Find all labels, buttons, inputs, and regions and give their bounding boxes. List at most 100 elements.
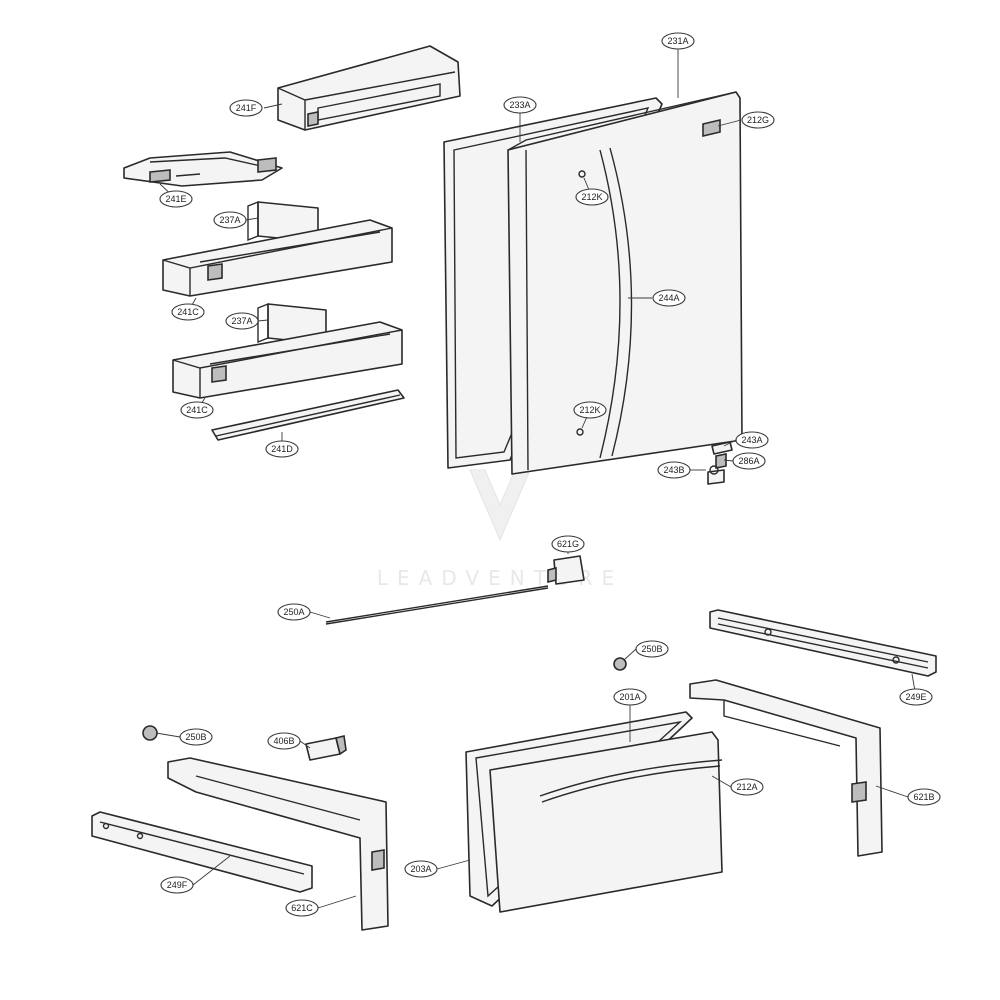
callout-231a: 231A bbox=[661, 32, 695, 50]
part-241E-holder bbox=[123, 151, 283, 187]
callout-label: 212K bbox=[581, 192, 602, 202]
callout-201a: 201A bbox=[613, 688, 647, 706]
callout-label: 250A bbox=[283, 607, 304, 617]
callout-oval bbox=[652, 289, 686, 307]
callout-label: 241E bbox=[165, 194, 186, 204]
callout-oval bbox=[179, 728, 213, 746]
part-241D-strip bbox=[211, 389, 405, 441]
part-241C-bin-1 bbox=[162, 219, 393, 297]
part-249E-rail bbox=[709, 609, 937, 677]
callout-label: 621B bbox=[913, 792, 934, 802]
callout-212a: 212A bbox=[730, 778, 764, 796]
callout-241c-1: 241C bbox=[171, 303, 205, 321]
watermark-logo-icon bbox=[469, 469, 531, 542]
callouts: 231A 233A 212G 241F 241E 237A 241C 237A 241C 241D… bbox=[159, 32, 941, 917]
callout-286a: 286A bbox=[732, 452, 766, 470]
callout-label: 212G bbox=[747, 115, 769, 125]
callout-label: 212K bbox=[579, 405, 600, 415]
leader-lines bbox=[155, 49, 917, 909]
callout-oval bbox=[285, 899, 319, 917]
callout-237a-1: 237A bbox=[213, 211, 247, 229]
callout-250a: 250A bbox=[277, 603, 311, 621]
callout-label: 243A bbox=[741, 435, 762, 445]
callout-oval bbox=[907, 788, 941, 806]
part-243A-hinge bbox=[707, 441, 733, 485]
part-231A-door bbox=[507, 91, 743, 475]
part-621B-bracket bbox=[689, 679, 883, 857]
part-250B-cap-left bbox=[142, 725, 158, 741]
watermark: LEADVENTURE bbox=[377, 469, 623, 590]
callout-250b-2: 250B bbox=[179, 728, 213, 746]
callout-oval bbox=[735, 431, 769, 449]
part-241C-bin-2 bbox=[172, 321, 403, 399]
callout-label: 241C bbox=[177, 307, 199, 317]
callout-oval bbox=[741, 111, 775, 129]
part-621G-bracket bbox=[547, 555, 585, 585]
callout-203a: 203A bbox=[404, 860, 438, 878]
callout-249e: 249E bbox=[899, 688, 933, 706]
callout-label: 621G bbox=[557, 539, 579, 549]
callout-label: 231A bbox=[667, 36, 688, 46]
callout-label: 250B bbox=[185, 732, 206, 742]
callout-241d: 241D bbox=[265, 440, 299, 458]
callout-label: 241D bbox=[271, 444, 293, 454]
callout-oval bbox=[213, 211, 247, 229]
callout-241c-2: 241C bbox=[180, 401, 214, 419]
callout-label: 233A bbox=[509, 100, 530, 110]
part-250B-cap-right bbox=[613, 657, 627, 671]
callout-oval bbox=[732, 452, 766, 470]
callout-212k-1: 212K bbox=[575, 188, 609, 206]
callout-label: 241C bbox=[186, 405, 208, 415]
callout-label: 244A bbox=[658, 293, 679, 303]
callout-212k-2: 212K bbox=[573, 401, 607, 419]
callout-oval bbox=[657, 461, 691, 479]
callout-label: 201A bbox=[619, 692, 640, 702]
callout-oval bbox=[160, 876, 194, 894]
part-241F-bin bbox=[277, 45, 461, 131]
callout-label: 250B bbox=[641, 644, 662, 654]
callout-oval bbox=[635, 640, 669, 658]
callout-oval bbox=[551, 535, 585, 553]
callout-241e: 241E bbox=[159, 190, 193, 208]
callout-233a: 233A bbox=[503, 96, 537, 114]
callout-oval bbox=[180, 401, 214, 419]
callout-243a: 243A bbox=[735, 431, 769, 449]
callout-label: 249E bbox=[905, 692, 926, 702]
callout-oval bbox=[225, 312, 259, 330]
callout-label: 243B bbox=[663, 465, 684, 475]
callout-oval bbox=[277, 603, 311, 621]
callout-237a-2: 237A bbox=[225, 312, 259, 330]
callout-249f: 249F bbox=[160, 876, 194, 894]
callout-label: 212A bbox=[736, 782, 757, 792]
callout-label: 406B bbox=[273, 736, 294, 746]
callout-406b: 406B bbox=[267, 732, 301, 750]
callout-oval bbox=[229, 99, 263, 117]
callout-label: 241F bbox=[236, 103, 257, 113]
watermark-text: LEADVENTURE bbox=[377, 566, 623, 590]
callout-oval bbox=[613, 688, 647, 706]
callout-label: 621C bbox=[291, 903, 313, 913]
callout-243b: 243B bbox=[657, 461, 691, 479]
callout-250b-1: 250B bbox=[635, 640, 669, 658]
callout-621b: 621B bbox=[907, 788, 941, 806]
callout-621c: 621C bbox=[285, 899, 319, 917]
callout-label: 203A bbox=[410, 864, 431, 874]
part-250A-wire bbox=[325, 585, 549, 625]
callout-label: 249F bbox=[167, 880, 188, 890]
callout-621g: 621G bbox=[551, 535, 585, 553]
callout-212g: 212G bbox=[741, 111, 775, 129]
callout-oval bbox=[404, 860, 438, 878]
part-621C-bracket bbox=[167, 757, 389, 931]
callout-oval bbox=[159, 190, 193, 208]
callout-oval bbox=[730, 778, 764, 796]
part-406B-switch bbox=[305, 735, 347, 761]
callout-oval bbox=[171, 303, 205, 321]
callout-oval bbox=[575, 188, 609, 206]
part-203A-drawer-door bbox=[489, 731, 723, 913]
callout-oval bbox=[267, 732, 301, 750]
part-249F-rail bbox=[91, 811, 313, 893]
callout-oval bbox=[573, 401, 607, 419]
callout-oval bbox=[899, 688, 933, 706]
callout-oval bbox=[661, 32, 695, 50]
